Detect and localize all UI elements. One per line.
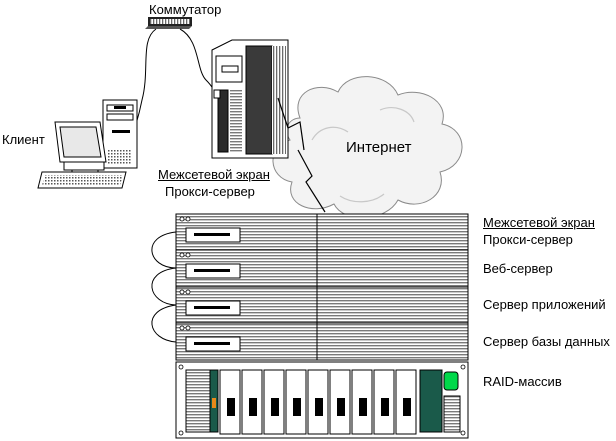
raid-array-icon (175, 361, 469, 439)
cable-loop-icon (151, 231, 177, 343)
web-server-label: Веб-сервер (483, 261, 553, 276)
tower-firewall-label: Межсетевой экран (158, 167, 270, 182)
internet-label: Интернет (346, 139, 412, 156)
tower-proxy-label: Прокси-сервер (165, 184, 255, 199)
client-computer-icon (37, 99, 138, 189)
switch-label: Коммутатор (149, 2, 222, 17)
cloud-icon (272, 76, 463, 219)
rack-proxy-label: Прокси-сервер (483, 232, 573, 247)
switch-icon (145, 17, 192, 29)
db-server-label: Сервер базы данных (483, 334, 610, 349)
client-label: Клиент (2, 132, 45, 147)
tower-server-icon (211, 39, 289, 159)
lightning-link-icon (277, 97, 326, 213)
raid-label: RAID-массив (483, 374, 562, 389)
rack-firewall-label: Межсетевой экран (483, 215, 595, 230)
rack-server-icon (175, 213, 469, 361)
app-server-label: Сервер приложений (483, 297, 606, 312)
